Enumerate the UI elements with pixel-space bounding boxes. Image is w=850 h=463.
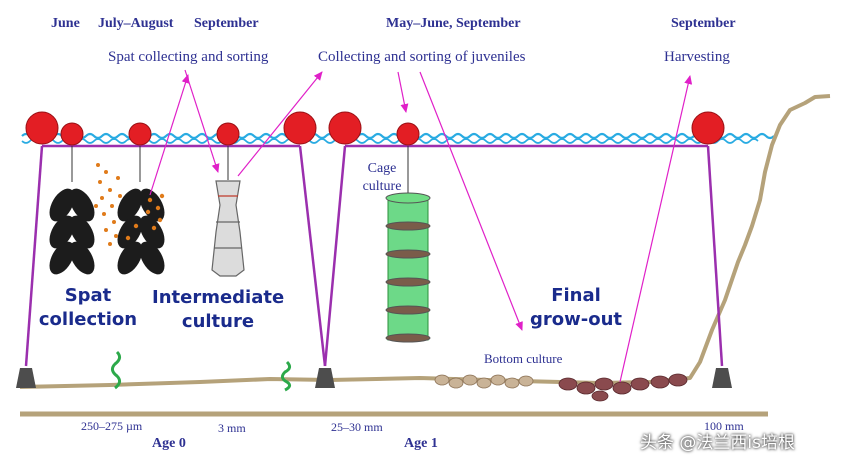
longline-1 [24, 144, 327, 367]
stage-spat-collection-line2: collection [38, 309, 138, 330]
size-25-30mm: 25–30 mm [331, 420, 383, 434]
label-cage-line1: Cage [367, 161, 397, 176]
size-3mm: 3 mm [218, 421, 246, 435]
label-spat-collecting: Spat collecting and sorting [108, 49, 269, 65]
label-september-2: September [671, 16, 736, 31]
bottom-scallops-dark [558, 373, 688, 402]
stage-spat-collection: Spat collection [38, 284, 138, 332]
label-age-1: Age 1 [404, 436, 438, 451]
label-collecting-juveniles: Collecting and sorting of juveniles [318, 49, 526, 65]
stage-spat-collection-line1: Spat [64, 285, 112, 306]
anchor-icon [315, 368, 335, 388]
stage-final-line1: Final [551, 285, 601, 306]
stage-intermediate-line2: culture [181, 311, 255, 332]
spat-dots [94, 163, 165, 246]
droppers [71, 146, 409, 196]
label-june: June [51, 16, 80, 31]
stage-final-grow-out: Final grow-out [524, 284, 628, 332]
seaweed-icon [280, 360, 292, 392]
buoys [25, 111, 725, 146]
label-age-0: Age 0 [152, 436, 186, 451]
label-cage-culture: Cage culture [352, 160, 412, 196]
size-250-275um: 250–275 µm [81, 419, 143, 433]
anchor-icon [16, 368, 36, 388]
spat-collector-bags-1 [49, 188, 95, 275]
buoy-large [25, 111, 59, 145]
annotation-arrows [149, 69, 693, 383]
bottom-scallops-pale [434, 374, 534, 389]
buoy-small [216, 122, 240, 146]
intermediate-net-icon [211, 180, 245, 277]
longline-2 [323, 144, 724, 367]
stage-final-line2: grow-out [529, 309, 622, 330]
watermark: 头条 @法兰西is培根 [640, 433, 795, 453]
buoy-small [396, 122, 420, 146]
anchor-icon [712, 368, 732, 388]
stage-intermediate: Intermediate culture [152, 286, 284, 334]
label-bottom-culture: Bottom culture [484, 351, 563, 366]
spat-collector-bags-2 [117, 188, 165, 275]
label-harvesting: Harvesting [664, 49, 730, 65]
size-100mm: 100 mm [704, 419, 744, 433]
buoy-large [328, 111, 362, 145]
label-cage-line2: culture [362, 179, 402, 194]
buoy-small [60, 122, 84, 146]
label-may-june-september: May–June, September [386, 16, 521, 31]
stage-intermediate-line1: Intermediate [152, 287, 285, 308]
buoy-large [691, 111, 725, 145]
cage-culture-icon [385, 192, 431, 343]
seaweed-icon [110, 350, 122, 390]
buoy-small [128, 122, 152, 146]
label-july-august: July–August [98, 16, 174, 31]
label-september-1: September [194, 16, 259, 31]
buoy-large [283, 111, 317, 145]
